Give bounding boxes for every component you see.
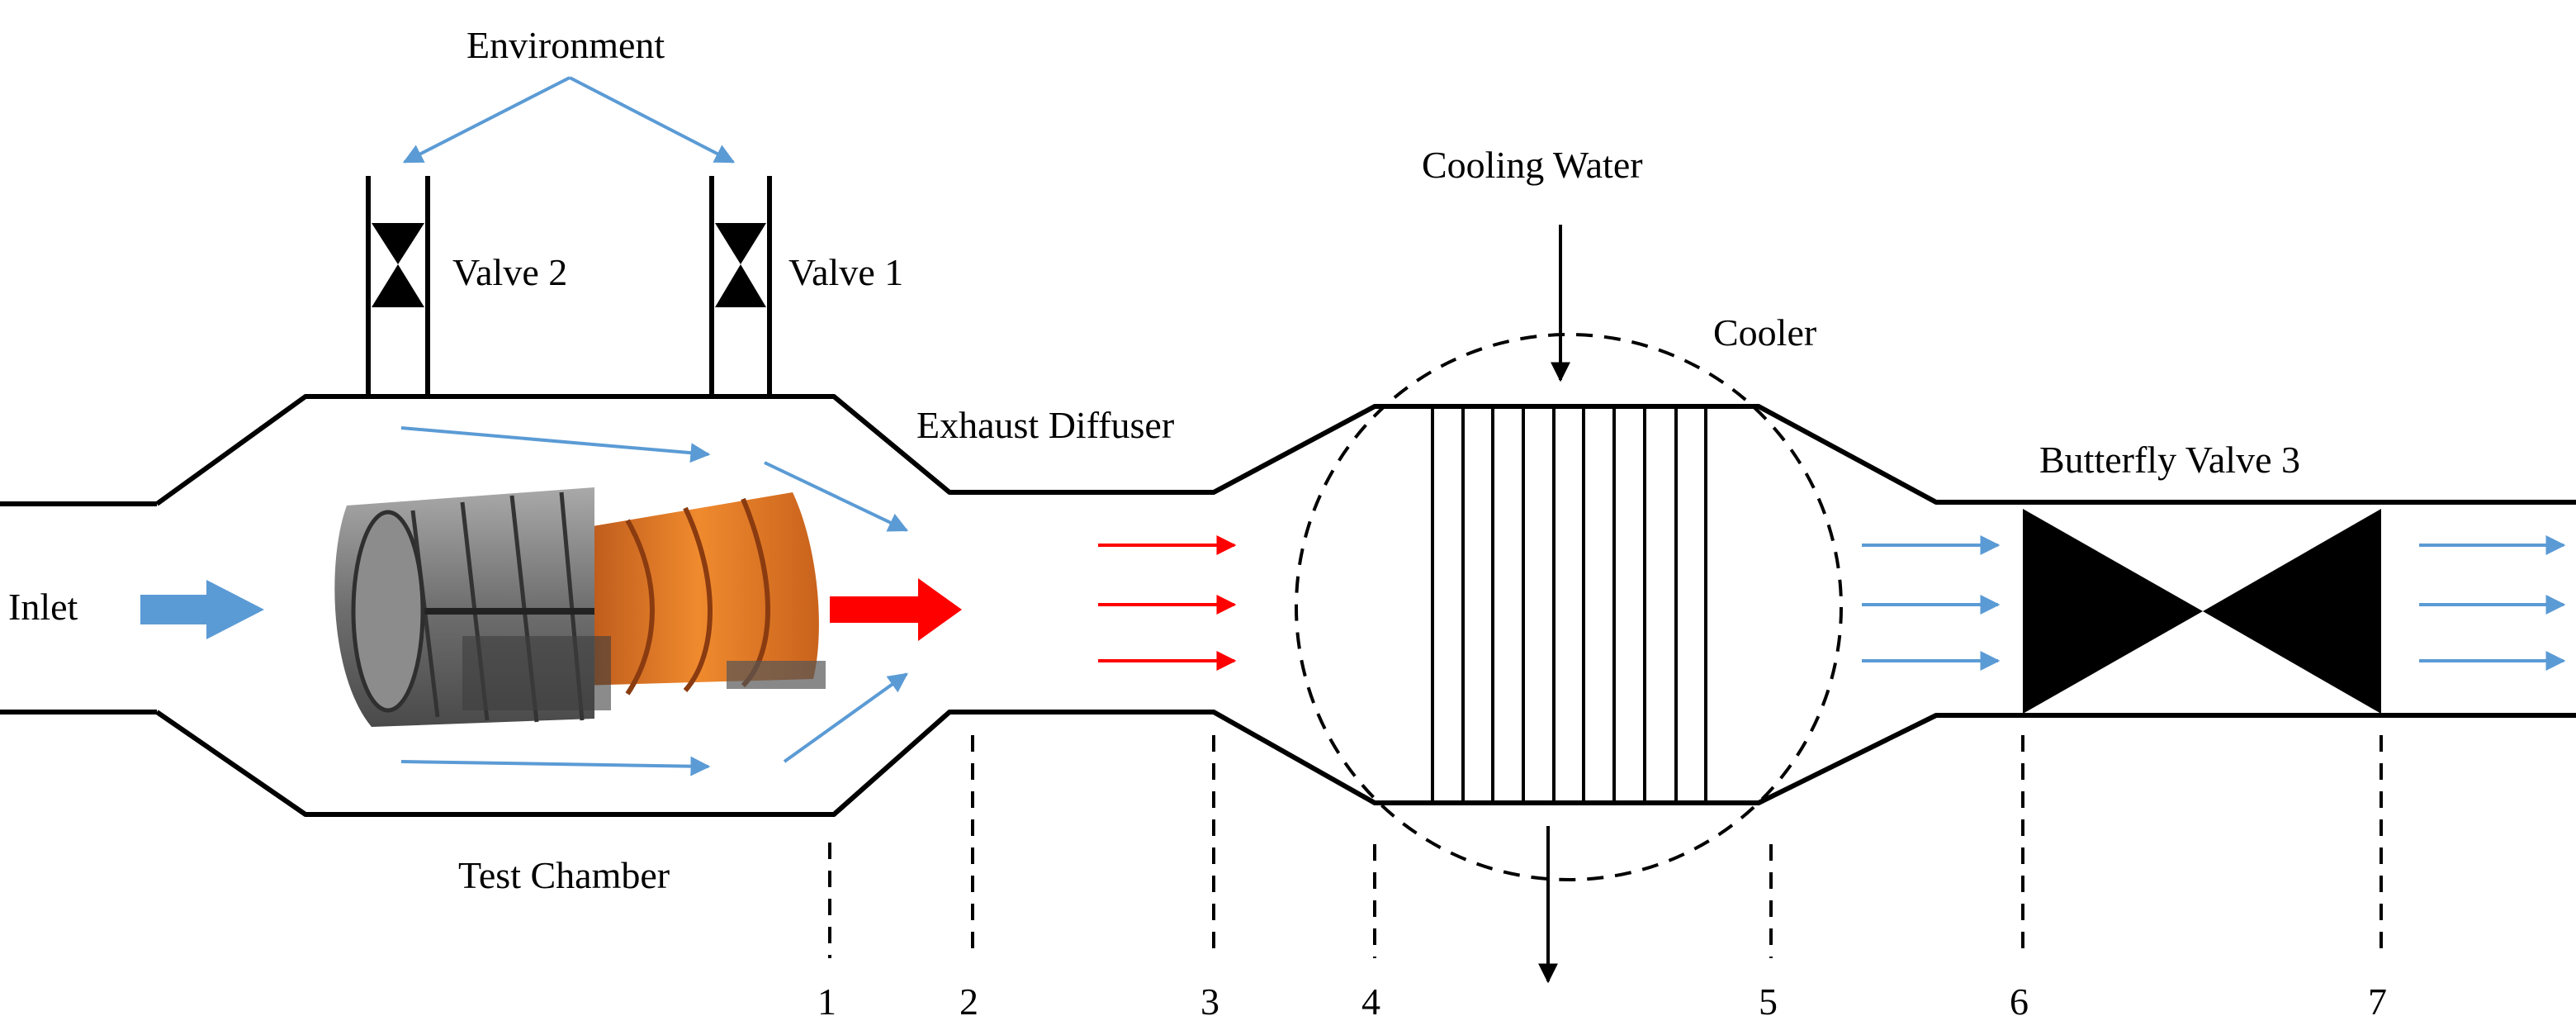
test-chamber-label: Test Chamber bbox=[458, 854, 670, 896]
butterfly-valve-label: Butterfly Valve 3 bbox=[2039, 439, 2300, 481]
jet-engine-icon bbox=[334, 487, 826, 727]
valve-1 bbox=[709, 176, 772, 396]
inlet-label: Inlet bbox=[8, 586, 78, 628]
exhaust-diffuser-label: Exhaust Diffuser bbox=[916, 404, 1174, 446]
valve-2 bbox=[366, 176, 430, 396]
valve-icon bbox=[715, 223, 766, 307]
station-number: 3 bbox=[1200, 980, 1219, 1023]
heat-exchanger-icon bbox=[1295, 333, 1843, 881]
duct-walls bbox=[0, 394, 2576, 817]
environment-label: Environment bbox=[466, 24, 665, 66]
hot-flow-arrows bbox=[1098, 535, 1237, 671]
station-number: 5 bbox=[1759, 980, 1778, 1023]
valve-1-label: Valve 1 bbox=[788, 251, 903, 293]
station-number: 2 bbox=[959, 980, 978, 1023]
station-number: 1 bbox=[817, 980, 836, 1023]
inlet-arrow bbox=[140, 580, 264, 639]
station-number: 6 bbox=[2010, 980, 2029, 1023]
valve-icon bbox=[372, 223, 424, 307]
butterfly-valve-icon bbox=[2023, 509, 2381, 714]
station-number: 4 bbox=[1361, 980, 1380, 1023]
bypass-flow-arrows bbox=[400, 426, 909, 776]
valve-2-label: Valve 2 bbox=[452, 251, 567, 293]
exhaust-arrow bbox=[830, 578, 962, 641]
environment-arrows bbox=[402, 76, 736, 164]
station-lines bbox=[828, 735, 2383, 958]
cooler-label: Cooler bbox=[1713, 311, 1816, 354]
outlet-flow-arrows bbox=[1862, 535, 2566, 671]
station-number: 7 bbox=[2368, 980, 2387, 1023]
cooling-water-label: Cooling Water bbox=[1422, 144, 1643, 186]
